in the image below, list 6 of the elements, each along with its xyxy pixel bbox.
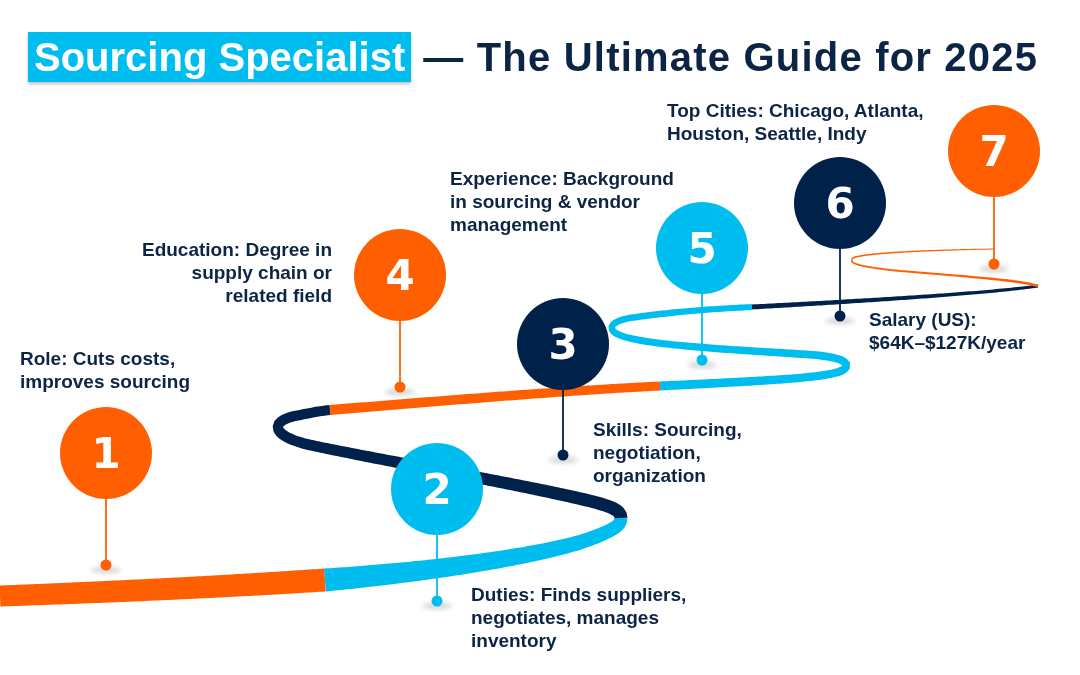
step-marker: 7 [948,105,1040,197]
title-text: — The Ultimate Guide for 2025 [423,34,1039,81]
title-banner: Sourcing Specialist [28,32,412,82]
step-description: Top Cities: Chicago, Atlanta, Houston, Seattle, Indy [667,99,925,145]
step-marker: 6 [794,157,886,249]
pin-stem [988,196,1000,270]
